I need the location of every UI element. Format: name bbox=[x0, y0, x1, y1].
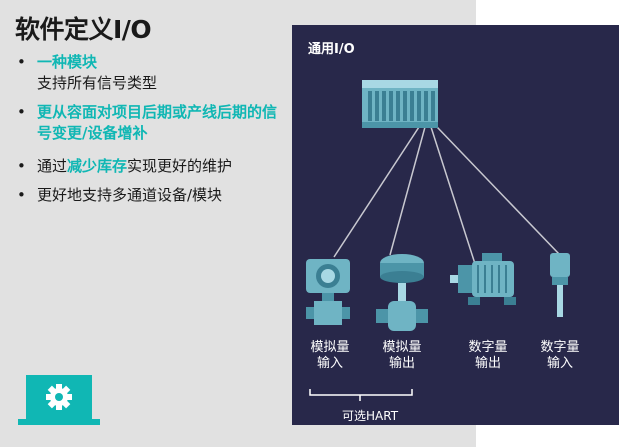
motor-icon bbox=[450, 253, 516, 305]
bullet-text: 支持所有信号类型 bbox=[37, 74, 158, 92]
bullet-flexibility: 更从容面对项目后期或产线后期的信号变更/设备增补 bbox=[16, 102, 286, 144]
label-digital-input: 数字量输入 bbox=[540, 340, 580, 371]
gear-icon bbox=[18, 375, 100, 425]
bullet-text: 更好地支持多通道设备/模块 bbox=[37, 186, 223, 204]
bullet-highlight: 更从容面对项目后期或产线后期的信号变更/设备增补 bbox=[37, 103, 278, 142]
hart-label: 可选HART bbox=[342, 409, 399, 423]
connection-lines bbox=[333, 126, 561, 271]
bullet-highlight: 减少库存 bbox=[67, 157, 128, 175]
bullet-text: 通过 bbox=[37, 157, 68, 175]
bullet-multichannel: 更好地支持多通道设备/模块 bbox=[16, 185, 286, 206]
line-digital-input bbox=[436, 126, 561, 256]
line-digital-output bbox=[430, 126, 478, 271]
io-diagram bbox=[306, 80, 570, 401]
label-digital-output: 数字量输出 bbox=[468, 340, 508, 371]
bullet-list: 一种模块 支持所有信号类型 更从容面对项目后期或产线后期的信号变更/设备增补 通… bbox=[16, 52, 286, 206]
io-module-icon bbox=[362, 80, 438, 128]
level-sensor-icon bbox=[550, 253, 570, 317]
label-analog-input: 模拟量输入 bbox=[310, 340, 350, 371]
io-diagram-panel: 通用I/O bbox=[292, 25, 619, 425]
pressure-transmitter-icon bbox=[306, 259, 350, 325]
bullet-text: 实现更好的维护 bbox=[127, 157, 233, 175]
line-analog-input bbox=[333, 126, 420, 258]
control-valve-icon bbox=[376, 254, 428, 331]
bullet-one-module: 一种模块 支持所有信号类型 bbox=[16, 52, 286, 94]
diagram-title: 通用I/O bbox=[308, 42, 355, 57]
bullet-inventory: 通过减少库存实现更好的维护 bbox=[16, 156, 286, 177]
bullet-highlight: 一种模块 bbox=[37, 53, 98, 71]
hart-brace bbox=[309, 389, 413, 401]
slide-title: 软件定义I/O bbox=[15, 15, 152, 44]
line-analog-output bbox=[389, 126, 426, 256]
label-analog-output: 模拟量输出 bbox=[382, 340, 422, 371]
